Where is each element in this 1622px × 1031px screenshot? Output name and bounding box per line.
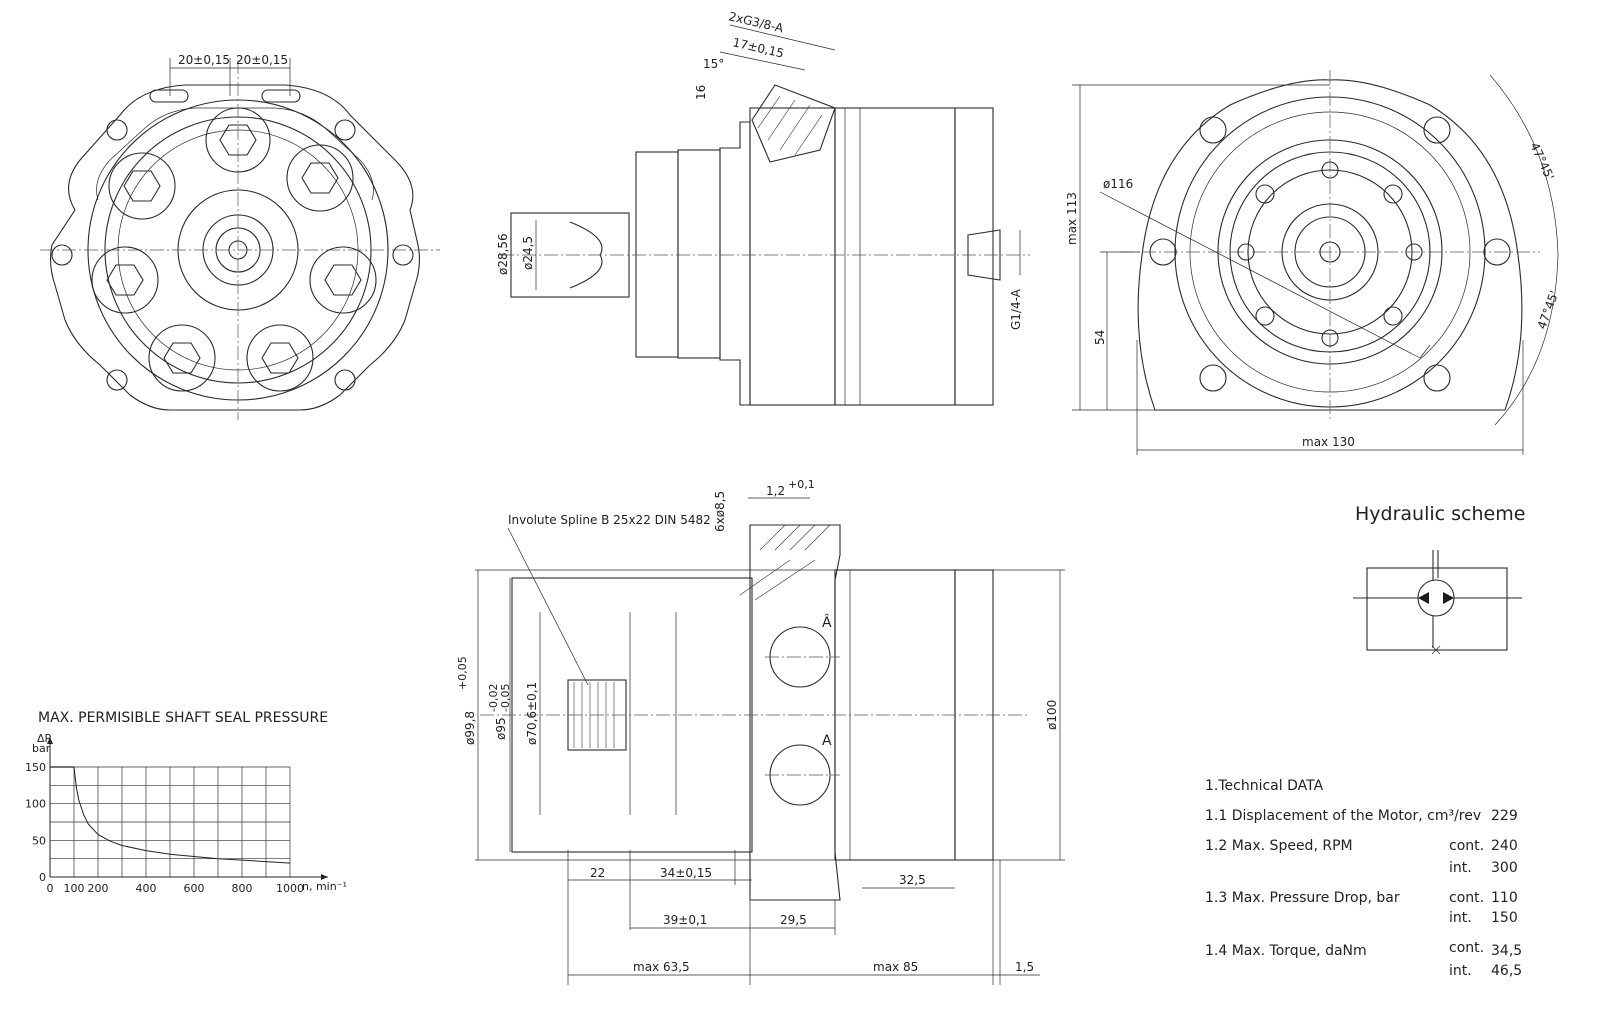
chart-ylabel-top: ΔP: [37, 732, 52, 745]
dim-pilot-tol-lo: -0,05: [499, 684, 512, 712]
tech-row-4-val-2: 46,5: [1491, 963, 1522, 979]
tech-row-3-tag-2: int.: [1449, 910, 1472, 926]
dim-325: 32,5: [899, 873, 926, 887]
dim-85: max 85: [873, 960, 918, 974]
y-tick-label: 0: [39, 871, 46, 884]
dim-drain: G1/4-A: [1009, 288, 1023, 330]
dim-34: 34±0,15: [660, 866, 712, 880]
tech-row-1-value: 229: [1491, 808, 1518, 824]
dim-bolt-circle: ø116: [1103, 177, 1133, 191]
spline-label: Involute Spline B 25x22 DIN 5482: [508, 513, 711, 527]
dim-d24: ø24,5: [521, 236, 535, 270]
section-view: Â A Involute Spline B 25x22 DIN 5482 1,2…: [456, 478, 1065, 985]
tech-row-3-val-2: 150: [1491, 910, 1518, 926]
dim-body-dia: ø100: [1045, 700, 1059, 730]
x-axis-arrow: [321, 874, 328, 880]
y-tick-label: 150: [25, 761, 46, 774]
x-tick-label: 400: [136, 882, 157, 895]
tech-row-2-label: 1.2 Max. Speed, RPM: [1205, 838, 1353, 854]
x-tick-label: 800: [232, 882, 253, 895]
chart-axes: [47, 737, 328, 880]
dim-ports: 2xG3/8-A: [727, 9, 785, 35]
port-label-b: Â: [822, 613, 832, 631]
dim-spline-dia: ø70,6±0,1: [525, 682, 539, 745]
dim-groove: 1,2: [766, 484, 785, 498]
bolt-heads: [91, 107, 377, 392]
x-tick-label: 600: [184, 882, 205, 895]
series-line: [73, 766, 291, 864]
tech-row-4-label: 1.4 Max. Torque, daNm: [1205, 943, 1367, 959]
tech-row-1-label: 1.1 Displacement of the Motor, cm³/rev: [1205, 808, 1481, 824]
tech-row-2-val-1: 240: [1491, 838, 1518, 854]
dim-port-spacing: 17±0,15: [731, 35, 785, 60]
y-axis-arrow: [47, 737, 53, 744]
dim-holes: 6xø8,5: [713, 491, 727, 532]
dim-295: 29,5: [780, 913, 807, 927]
x-tick-label: 1000: [276, 882, 304, 895]
x-tick-label: 100: [64, 882, 85, 895]
dim-outer-tol: +0,05: [456, 656, 469, 690]
tech-row-3-label: 1.3 Max. Pressure Drop, bar: [1205, 890, 1400, 906]
dim-width: max 130: [1302, 435, 1355, 449]
dim-offset: 16: [694, 85, 708, 100]
dim-pilot-tol-hi: -0,02: [487, 684, 500, 712]
dim-angle: 15°: [703, 57, 724, 71]
hydraulic-title: Hydraulic scheme: [1355, 503, 1525, 525]
port-label-a: A: [822, 733, 832, 749]
tech-row-2-tag-1: cont.: [1449, 838, 1484, 854]
rear-view: ø116 max 113 54 max 130 47°45' 47°45': [1065, 70, 1561, 455]
dim-d28: ø28,56: [496, 233, 510, 275]
y-tick-label: 100: [25, 798, 46, 811]
side-view: ø28,56 ø24,5 G1/4-A 2xG3/8-A 17±0,15 15°…: [496, 9, 1030, 406]
front-view: 20±0,15 20±0,15: [40, 53, 440, 420]
tech-row-4-tag-2: int.: [1449, 963, 1472, 979]
rear-holes: [1149, 116, 1511, 392]
x-tick-label: 200: [88, 882, 109, 895]
dim-39: 39±0,1: [663, 913, 707, 927]
chart-xunit: n, min⁻¹: [302, 880, 347, 893]
dim-15: 1,5: [1015, 960, 1034, 974]
x-tick-label: 0: [47, 882, 54, 895]
technical-data: 1.Technical DATA 1.1 Displacement of the…: [1205, 778, 1522, 979]
dim-height: max 113: [1065, 192, 1079, 245]
dim-pilot: ø95: [494, 717, 508, 740]
tech-row-3-val-1: 110: [1491, 890, 1518, 906]
tech-row-4-val-1: 34,5: [1491, 943, 1522, 959]
tech-row-2-val-2: 300: [1491, 860, 1518, 876]
chart-ylabel-unit: bar: [32, 742, 51, 755]
dim-22: 22: [590, 866, 605, 880]
chart-title: MAX. PERMISIBLE SHAFT SEAL PRESSURE: [38, 710, 328, 726]
tech-row-2-tag-2: int.: [1449, 860, 1472, 876]
y-tick-label: 50: [32, 834, 46, 847]
hydraulic-scheme: Hydraulic scheme: [1353, 503, 1525, 655]
dim-outer: ø99,8: [463, 711, 477, 745]
dim-front-right: 20±0,15: [236, 53, 288, 67]
tech-row-4-tag-1: cont.: [1449, 940, 1484, 956]
dim-groove-tol: +0,1: [788, 478, 815, 491]
tech-row-3-tag-1: cont.: [1449, 890, 1484, 906]
dim-635: max 63,5: [633, 960, 690, 974]
mounting-holes: [51, 119, 414, 391]
dim-center-height: 54: [1093, 330, 1107, 345]
chart-series: [50, 766, 291, 864]
pressure-chart: MAX. PERMISIBLE SHAFT SEAL PRESSURE ΔP b…: [25, 710, 347, 895]
dim-angle-top: 47°45': [1527, 140, 1557, 182]
dim-front-left: 20±0,15: [178, 53, 230, 67]
tech-heading: 1.Technical DATA: [1205, 778, 1324, 794]
chart-grid: [50, 766, 291, 877]
dim-angle-bottom: 47°45': [1535, 289, 1562, 331]
